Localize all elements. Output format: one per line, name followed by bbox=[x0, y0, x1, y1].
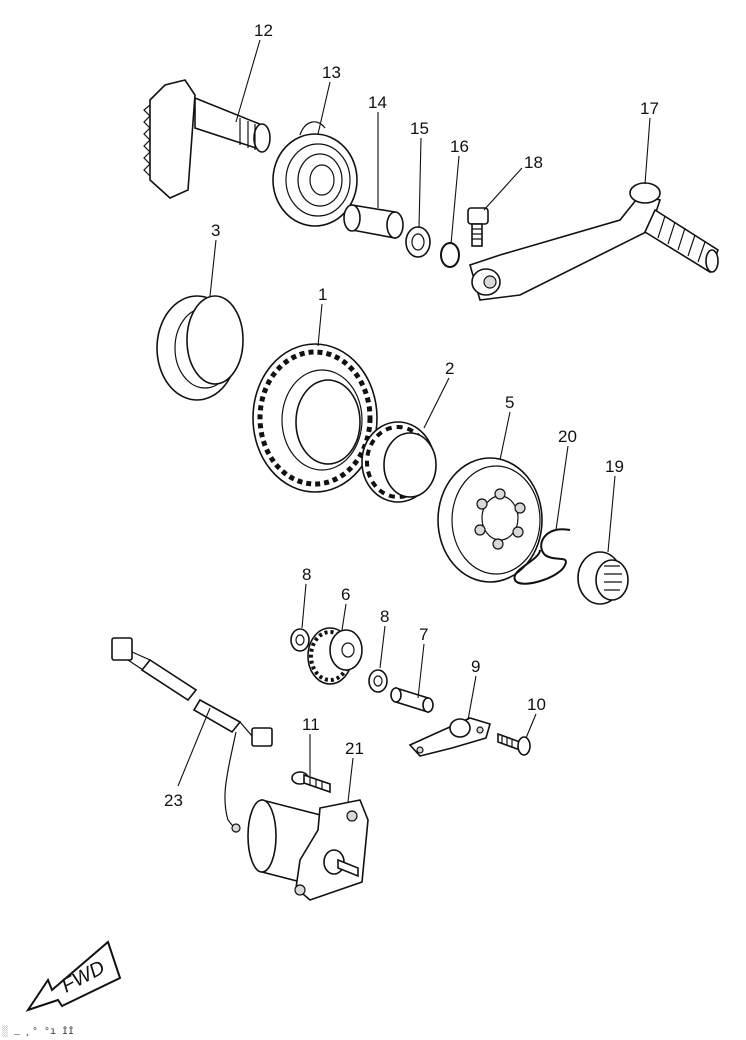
part-3-seal-ring bbox=[156, 295, 244, 401]
part-1-ring-gear bbox=[252, 343, 378, 493]
callout-23: 23 bbox=[164, 791, 183, 810]
part-20-spring-pin bbox=[513, 528, 571, 585]
callout-8-right: 8 bbox=[380, 607, 389, 626]
part-13-spring bbox=[272, 121, 358, 227]
callout-16: 16 bbox=[450, 137, 469, 156]
callout-5: 5 bbox=[505, 393, 514, 412]
part-10-screw bbox=[497, 732, 531, 756]
part-5-clutch-housing bbox=[437, 457, 543, 583]
part-11-bolt bbox=[291, 771, 331, 794]
callout-7: 7 bbox=[419, 625, 428, 644]
callout-13: 13 bbox=[322, 63, 341, 82]
part-6-idler-gear bbox=[307, 627, 363, 685]
callout-3: 3 bbox=[211, 221, 220, 240]
part-21-starter-motor bbox=[247, 798, 369, 901]
part-23-lead-wire bbox=[111, 637, 273, 833]
callout-12: 12 bbox=[254, 21, 273, 40]
part-18-bolt bbox=[467, 207, 489, 247]
callout-1: 1 bbox=[318, 285, 327, 304]
callout-19: 19 bbox=[605, 457, 624, 476]
callout-8-left: 8 bbox=[302, 565, 311, 584]
part-19-pinion bbox=[577, 551, 629, 605]
callout-11: 11 bbox=[302, 715, 320, 734]
part-15-washer bbox=[405, 226, 431, 258]
part-2-one-way-clutch bbox=[361, 421, 437, 503]
footer-code: ░ _ ¸° °ı İİ bbox=[2, 1025, 74, 1038]
part-14-collar bbox=[343, 204, 404, 239]
part-8-washer-right bbox=[368, 669, 388, 693]
part-16-circlip bbox=[440, 242, 460, 268]
part-9-plate bbox=[408, 717, 491, 757]
fwd-direction-marker: FWD bbox=[25, 940, 122, 1012]
callout-2: 2 bbox=[445, 359, 454, 378]
callout-15: 15 bbox=[410, 119, 429, 138]
callout-labels: 12 13 14 15 16 17 18 3 1 2 5 20 19 8 6 8… bbox=[164, 21, 659, 810]
part-8-washer-left bbox=[290, 628, 310, 652]
callout-17: 17 bbox=[640, 99, 659, 118]
callout-21: 21 bbox=[345, 739, 364, 758]
part-7-shaft bbox=[390, 686, 434, 714]
callout-9: 9 bbox=[471, 657, 480, 676]
callout-10: 10 bbox=[527, 695, 546, 714]
callout-6: 6 bbox=[341, 585, 350, 604]
callout-14: 14 bbox=[368, 93, 387, 112]
part-17-kick-lever bbox=[469, 182, 719, 301]
callout-18: 18 bbox=[524, 153, 543, 172]
callout-20: 20 bbox=[558, 427, 577, 446]
leader-lines bbox=[177, 39, 651, 803]
part-12-kick-shaft bbox=[143, 79, 271, 199]
